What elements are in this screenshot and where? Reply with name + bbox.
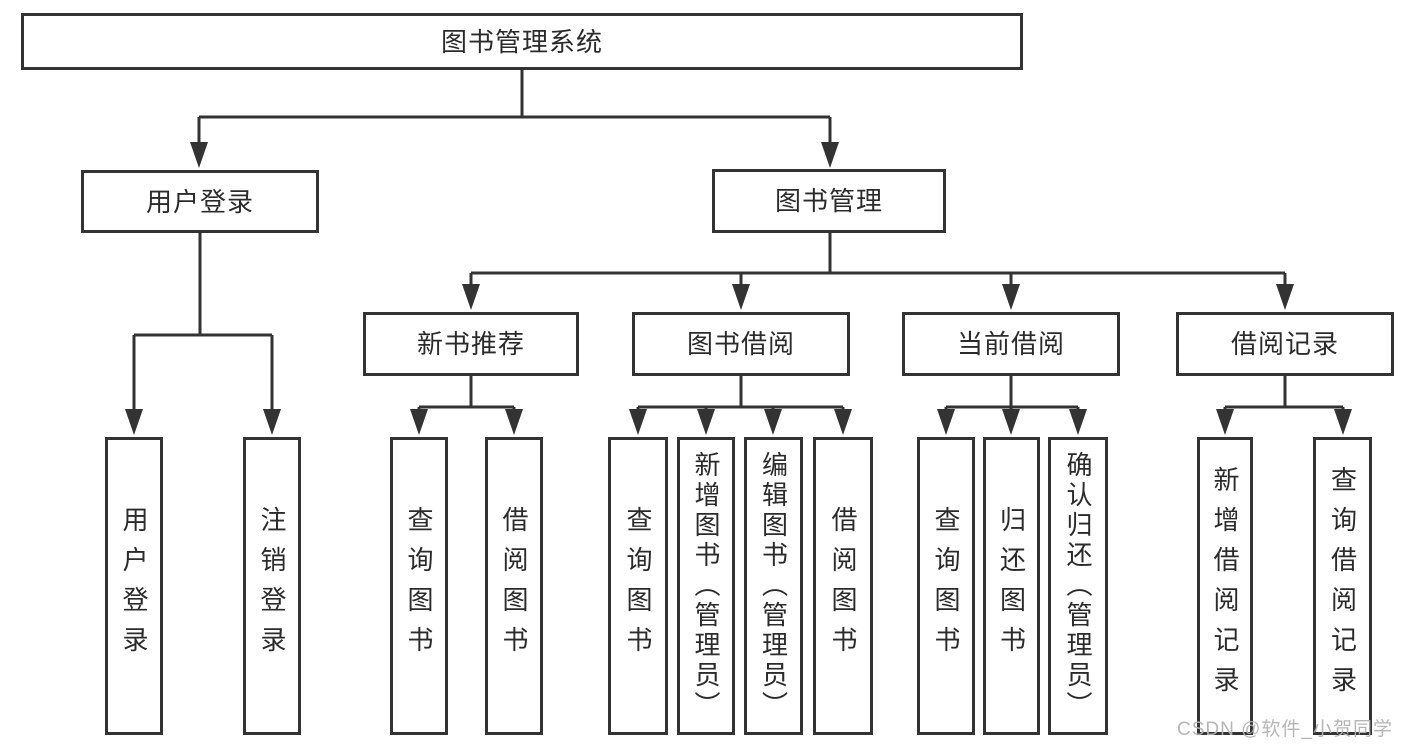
leaf-newbook-borrow-books-label: 借阅图书 [499,506,529,666]
arrowhead [697,409,715,435]
node-book-mgmt: 图书管理 [712,169,946,233]
arrowhead [1276,284,1294,310]
node-user-login: 用户登录 [81,170,319,233]
node-new-book-rec: 新书推荐 [363,312,579,376]
connector-root-to-level2 [190,70,839,168]
leaf-record-query-record-label: 查询借阅记录 [1327,466,1358,706]
node-root: 图书管理系统 [21,13,1023,70]
leaf-current-confirm-return-admin: 确认归还（管理员） [1048,437,1108,735]
leaf-newbook-borrow-books: 借阅图书 [485,437,543,735]
leaf-borrow-borrow-books-label: 借阅图书 [828,506,858,666]
arrowhead [834,409,852,435]
arrowhead [732,284,750,310]
leaf-current-confirm-return-admin-label: 确认归还（管理员） [1063,451,1093,721]
leaf-newbook-query-books: 查询图书 [390,437,448,735]
leaf-logout: 注销登录 [243,437,301,735]
arrowhead [1002,409,1020,435]
leaf-record-add-record-label: 新增借阅记录 [1210,466,1240,706]
leaf-record-query-record: 查询借阅记录 [1313,437,1372,735]
node-root-label: 图书管理系统 [440,26,603,57]
leaf-user-login-label: 用户登录 [119,506,149,666]
arrowhead [190,142,208,168]
connector-current-borrow-to-leaves [937,376,1087,435]
node-current-borrow: 当前借阅 [902,312,1120,376]
arrowhead [505,409,523,435]
arrowhead [1002,284,1020,310]
leaf-newbook-query-books-label: 查询图书 [404,506,434,666]
node-book-mgmt-label: 图书管理 [774,186,883,216]
node-current-borrow-label: 当前借阅 [956,329,1065,359]
node-book-borrow: 图书借阅 [632,312,850,376]
connector-new-book-rec-to-leaves [410,376,523,435]
arrowhead [410,409,428,435]
arrowhead [125,409,143,435]
leaf-current-return-books: 归还图书 [983,437,1040,735]
arrowhead [1069,409,1087,435]
leaf-borrow-query-books: 查询图书 [608,437,668,735]
arrowhead [821,142,839,168]
node-new-book-rec-label: 新书推荐 [416,329,525,359]
leaf-current-query-books: 查询图书 [917,437,975,735]
arrowhead [1334,409,1352,435]
connector-user-login-to-leaves [125,233,281,435]
arrowhead [764,409,782,435]
leaf-borrow-edit-books-admin: 编辑图书（管理员） [744,437,803,735]
leaf-borrow-edit-books-admin-label: 编辑图书（管理员） [758,451,789,721]
arrowhead [462,284,480,310]
leaf-borrow-borrow-books: 借阅图书 [813,437,873,735]
leaf-current-query-books-label: 查询图书 [931,506,961,666]
connector-book-mgmt-to-level3 [462,233,1294,310]
arrowhead [1216,409,1234,435]
connector-book-borrow-to-leaves [629,376,852,435]
node-book-borrow-label: 图书借阅 [686,329,795,359]
node-borrow-record: 借阅记录 [1176,312,1394,376]
leaf-borrow-add-books-admin: 新增图书（管理员） [677,437,735,735]
leaf-logout-label: 注销登录 [257,506,287,666]
node-user-login-label: 用户登录 [145,186,254,217]
leaf-borrow-query-books-label: 查询图书 [623,506,653,666]
leaf-user-login: 用户登录 [105,437,163,735]
node-borrow-record-label: 借阅记录 [1230,329,1339,359]
leaf-borrow-add-books-admin-label: 新增图书（管理员） [691,451,721,721]
arrowhead [937,409,955,435]
arrowhead [629,409,647,435]
connector-borrow-record-to-leaves [1216,376,1352,435]
arrowhead [263,409,281,435]
leaf-record-add-record: 新增借阅记录 [1197,437,1253,735]
leaf-current-return-books-label: 归还图书 [996,506,1027,666]
csdn-watermark: CSDN @软件_小贺同学 [1177,719,1393,740]
